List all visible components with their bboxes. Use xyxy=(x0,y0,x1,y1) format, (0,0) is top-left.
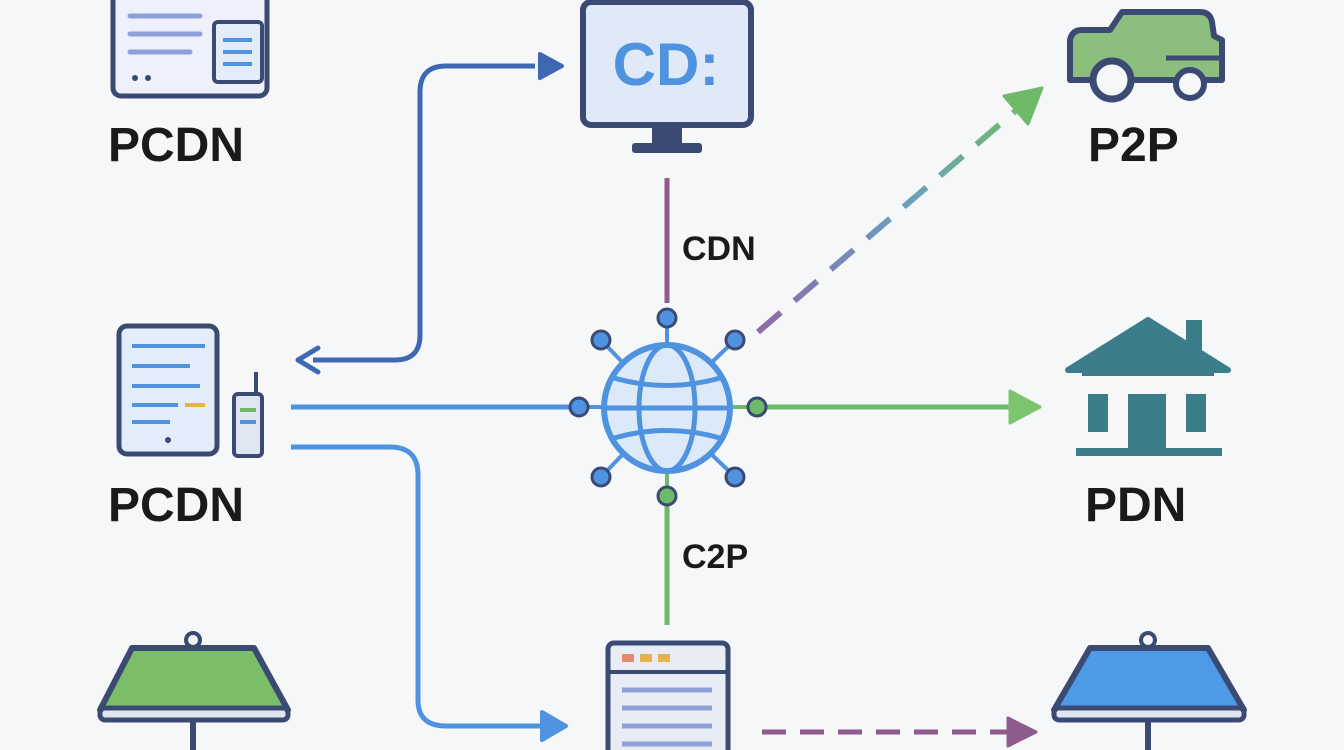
pdn-label: PDN xyxy=(1085,479,1187,532)
arrowhead-left xyxy=(295,345,321,375)
pcdn-mid-label: PCDN xyxy=(108,479,245,532)
arrowhead-server xyxy=(540,710,568,742)
c2p-label: C2P xyxy=(682,538,749,576)
cdn-label: CDN xyxy=(682,230,756,268)
pcdn-server-connector xyxy=(291,444,540,729)
arrowhead-p2p xyxy=(1002,86,1044,126)
green-umbrella-icon xyxy=(97,631,291,750)
car-icon xyxy=(1067,9,1225,103)
blue-umbrella-icon xyxy=(1051,631,1247,750)
tablet-phone-icon xyxy=(116,323,264,458)
pcdn-top-label: PCDN xyxy=(108,119,245,172)
server-icon xyxy=(605,640,731,750)
document-window-icon xyxy=(110,0,270,99)
globe-p2p-connector xyxy=(756,104,1022,335)
p2p-label: P2P xyxy=(1088,119,1179,172)
arrowhead-right-monitor xyxy=(538,52,564,80)
monitor-screen-text: CD: xyxy=(613,31,720,98)
arrowhead-umbrella xyxy=(1006,716,1038,748)
connector-lines xyxy=(291,52,1044,748)
globe-network-icon xyxy=(568,307,768,507)
arrowhead-pdn xyxy=(1008,389,1042,425)
monitor-icon: CD: xyxy=(580,0,754,153)
house-icon xyxy=(1065,317,1231,456)
pcdn-monitor-connector xyxy=(313,63,535,363)
